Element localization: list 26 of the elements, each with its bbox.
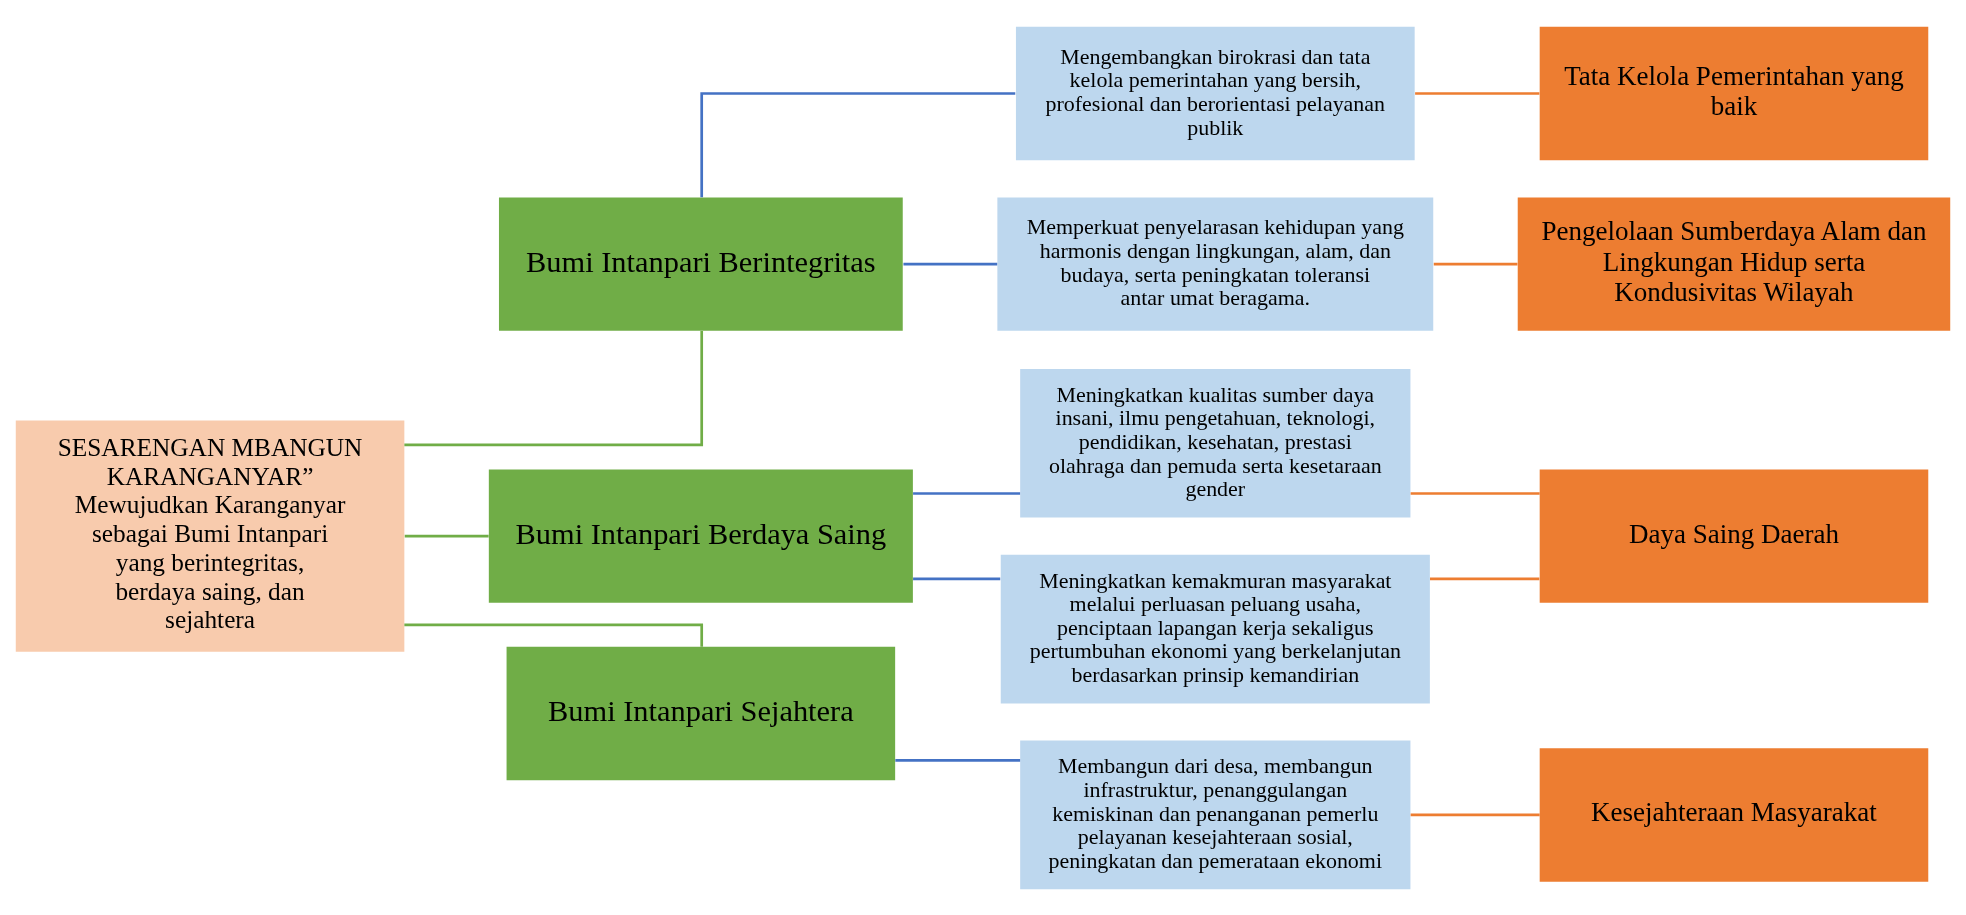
node-box: SESARENGAN MBANGUN KARANGANYAR” Mewujudkan Karanganyar sebagai Bumi Intanpari yang berintegritas, berdaya saing, dan sejahtera: [15, 419, 405, 652]
connector: [913, 491, 1021, 495]
connector: [700, 91, 1016, 197]
node-box: Bumi Intanpari Berintegritas: [498, 196, 903, 331]
connector: [913, 576, 1001, 580]
connector: [1433, 262, 1518, 265]
connector: [1410, 491, 1540, 495]
node-box: Meningkatkan kemakmuran masyarakat melalui perluasan peluang usaha, penciptaan lapangan kerja sekaligus pertumbuhan ekonomi yang berkelanjutan berdasarkan prinsip kemandirian: [1000, 554, 1430, 703]
node-box: Pengelolaan Sumberdaya Alam dan Lingkungan Hidup serta Kondusivitas Wilayah: [1517, 196, 1951, 331]
node-box: Tata Kelola Pemerintahan yang baik: [1539, 26, 1929, 160]
node-box: Mengembangkan birokrasi dan tata kelola pemerintahan yang bersih, profesional dan berorientasi pelayanan publik: [1015, 26, 1415, 160]
node-box: Bumi Intanpari Sejahtera: [506, 646, 896, 780]
connector: [1410, 813, 1540, 816]
node-box: Kesejahteraan Masyarakat: [1539, 747, 1929, 882]
connector: [1415, 91, 1540, 95]
connector: [1430, 576, 1540, 580]
connector: [895, 758, 1021, 762]
node-box: Meningkatkan kualitas sumber daya insani, ilmu pengetahuan, teknologi, pendidikan, kesehatan, prestasi olahraga dan pemuda serta kesetaraan gender: [1020, 368, 1411, 518]
node-box: Membangun dari desa, membangun infrastruktur, penanggulangan kemiskinan dan penanganan pemerlu pelayanan kesejahteraan sosial, peningkatan dan pemerataan ekonomi: [1020, 740, 1411, 889]
node-box: Memperkuat penyelarasan kehidupan yang harmonis dengan lingkungan, alam, dan budaya, serta peningkatan toleransi antar umat beragama.: [997, 196, 1434, 331]
connector: [404, 330, 704, 446]
connector: [404, 534, 489, 537]
connector: [404, 623, 704, 647]
node-box: Bumi Intanpari Berdaya Saing: [488, 468, 913, 603]
node-box: Daya Saing Daerah: [1539, 468, 1929, 603]
connector: [903, 262, 998, 265]
